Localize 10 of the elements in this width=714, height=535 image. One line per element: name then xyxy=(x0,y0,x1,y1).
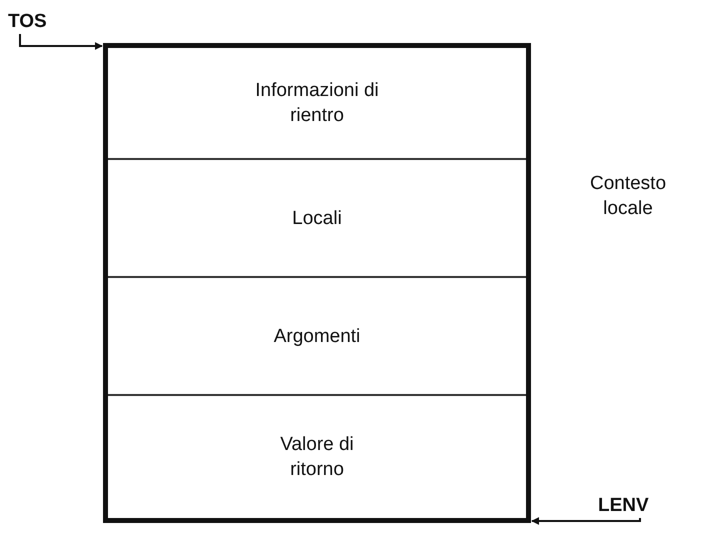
slot-label: Argomenti xyxy=(274,324,360,348)
stack-frame-box xyxy=(103,43,531,523)
arrow xyxy=(19,34,103,50)
pointer-label: LENV xyxy=(598,494,656,518)
slot-label: Locali xyxy=(292,206,342,230)
slot-label: Informazioni di rientro xyxy=(254,79,380,128)
pointer-label: TOS xyxy=(8,10,52,34)
annotation-text: Contesto locale xyxy=(588,172,668,221)
slot-label: Valore di ritorno xyxy=(279,433,355,482)
arrow xyxy=(531,517,641,525)
